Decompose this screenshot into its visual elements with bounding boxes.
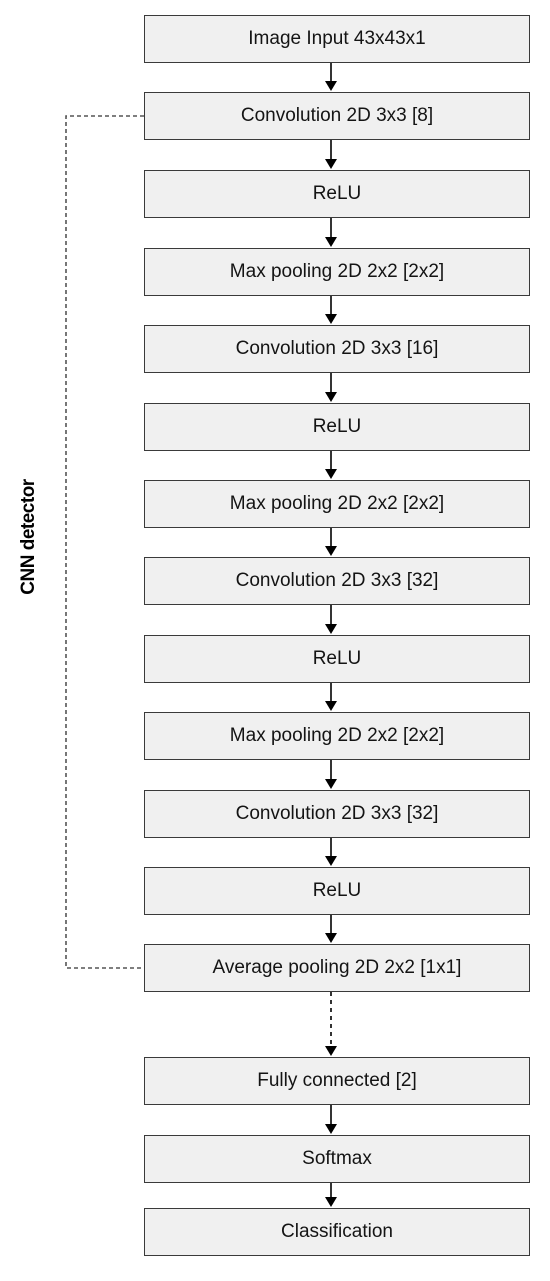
layer-box-8: ReLU — [144, 635, 530, 683]
group-bracket — [65, 115, 144, 969]
layer-box-15: Classification — [144, 1208, 530, 1256]
arrowhead-1 — [325, 159, 337, 169]
layer-box-6: Max pooling 2D 2x2 [2x2] — [144, 480, 530, 528]
arrowhead-2 — [325, 237, 337, 247]
layer-box-9: Max pooling 2D 2x2 [2x2] — [144, 712, 530, 760]
arrowhead-6 — [325, 546, 337, 556]
arrowhead-10 — [325, 856, 337, 866]
group-label-cnn-detector: CNN detector — [18, 479, 39, 595]
arrowhead-4 — [325, 392, 337, 402]
arrowhead-0 — [325, 81, 337, 91]
layer-box-2: ReLU — [144, 170, 530, 218]
arrowhead-8 — [325, 701, 337, 711]
layer-box-3: Max pooling 2D 2x2 [2x2] — [144, 248, 530, 296]
arrowhead-14 — [325, 1197, 337, 1207]
arrowhead-7 — [325, 624, 337, 634]
arrowhead-3 — [325, 314, 337, 324]
layer-box-1: Convolution 2D 3x3 [8] — [144, 92, 530, 140]
layer-box-11: ReLU — [144, 867, 530, 915]
layer-box-4: Convolution 2D 3x3 [16] — [144, 325, 530, 373]
layer-box-5: ReLU — [144, 403, 530, 451]
layer-box-12: Average pooling 2D 2x2 [1x1] — [144, 944, 530, 992]
layer-box-14: Softmax — [144, 1135, 530, 1183]
arrowhead-11 — [325, 933, 337, 943]
arrowhead-13 — [325, 1124, 337, 1134]
arrowhead-12 — [325, 1046, 337, 1056]
arrowhead-5 — [325, 469, 337, 479]
layer-box-13: Fully connected [2] — [144, 1057, 530, 1105]
layer-box-7: Convolution 2D 3x3 [32] — [144, 557, 530, 605]
layer-box-10: Convolution 2D 3x3 [32] — [144, 790, 530, 838]
layer-box-0: Image Input 43x43x1 — [144, 15, 530, 63]
arrowhead-9 — [325, 779, 337, 789]
